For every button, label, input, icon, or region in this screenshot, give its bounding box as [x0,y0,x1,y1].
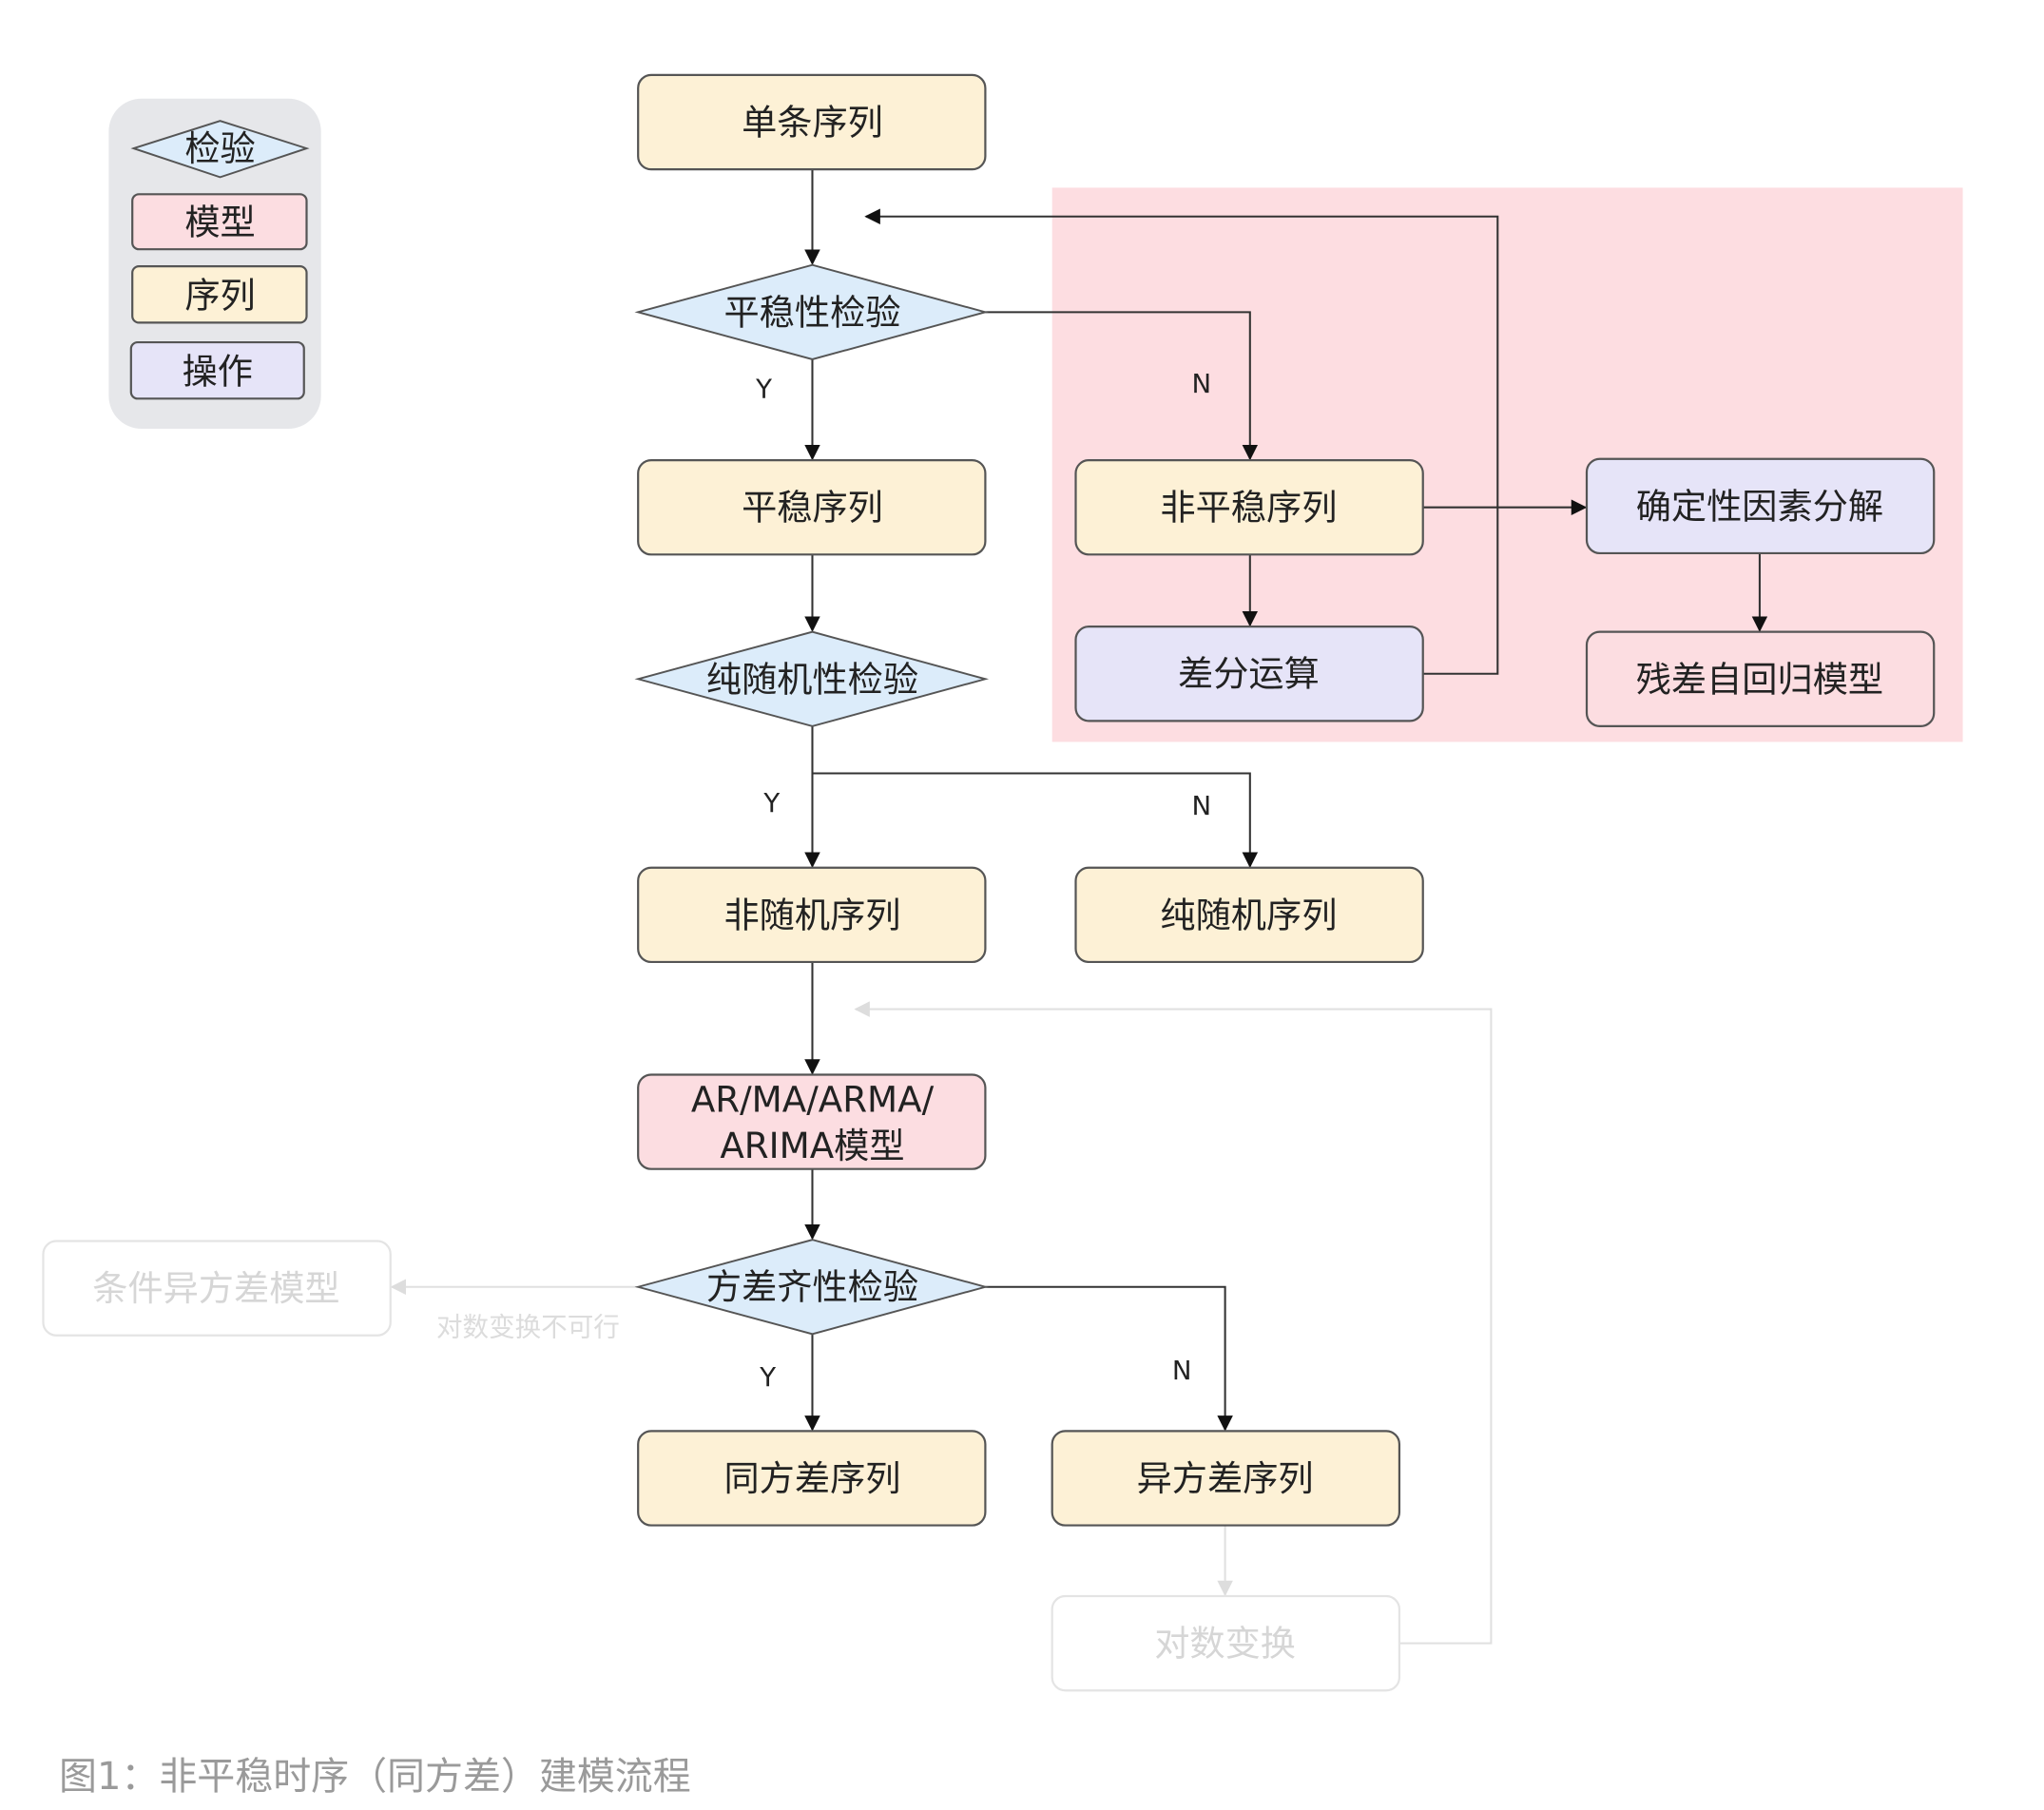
node-arma-model-label-line2: ARIMA模型 [720,1125,904,1166]
node-single-series-label: 单条序列 [742,102,883,144]
edge-whitenoise-no [812,772,1259,868]
node-residual-autoregressive-model-label: 残差自回归模型 [1636,658,1883,700]
node-residual-autoregressive-model: 残差自回归模型 [1585,630,1936,727]
node-stationarity-test: 平稳性检验 [634,263,990,360]
connectors [390,169,1768,1645]
edge-label-stationarity-no: N [1192,369,1212,399]
node-heteroscedastic-series: 异方差序列 [1051,1430,1401,1527]
edge-stationarity-no [985,311,1259,461]
node-conditional-heteroscedastic-model-label: 条件异方差模型 [92,1267,339,1309]
node-differencing: 差分运算 [1074,626,1424,722]
figure-caption: 图1：非平稳时序（同方差）建模流程 [59,1755,691,1799]
node-homoscedastic-series-label: 同方差序列 [723,1457,900,1499]
node-nonstationary-series-label: 非平稳序列 [1160,487,1337,529]
node-deterministic-decomposition: 确定性因素分解 [1585,457,1936,555]
node-heteroscedastic-series-label: 异方差序列 [1137,1457,1314,1499]
legend-model-swatch [131,193,308,251]
legend: 检验 模型 序列 操作 [108,98,321,430]
node-single-series: 单条序列 [637,73,987,171]
node-differencing-label: 差分运算 [1178,653,1320,695]
legend-operation-swatch [129,340,305,400]
legend-check-diamond [130,120,310,179]
edge-label-whitenoise-no: N [1192,791,1212,821]
node-stationary-series-label: 平稳序列 [742,487,883,529]
legend-series-label: 序列 [184,274,255,316]
edge-label-log-not-feasible: 对数变换不可行 [436,1312,620,1342]
node-arma-model-label-line1: AR/MA/ARMA/ [691,1079,935,1121]
legend-series-swatch [131,265,308,324]
node-log-transform-label: 对数变换 [1154,1623,1296,1665]
legend-check-label: 检验 [184,127,255,169]
node-white-noise-test: 纯随机性检验 [634,630,990,727]
node-stationarity-test-label: 平稳性检验 [723,291,900,333]
node-nonstationary-series: 非平稳序列 [1074,458,1424,556]
node-pure-random-series: 纯随机序列 [1074,866,1424,964]
edge-homoscedasticity-no [985,1285,1233,1432]
node-log-transform: 对数变换 [1051,1594,1401,1692]
node-homoscedasticity-test: 方差齐性检验 [634,1239,990,1336]
node-deterministic-decomposition-label: 确定性因素分解 [1636,485,1883,527]
node-homoscedasticity-test-label: 方差齐性检验 [706,1266,918,1308]
edge-differencing-feedback [864,208,1499,675]
node-non-random-series: 非随机序列 [637,866,987,964]
node-homoscedastic-series: 同方差序列 [637,1430,987,1527]
node-pure-random-series-label: 纯随机序列 [1160,894,1337,935]
legend-operation-label: 操作 [183,350,253,392]
node-non-random-series-label: 非随机序列 [723,894,900,935]
legend-model-label: 模型 [184,201,255,242]
edge-label-stationarity-yes: Y [755,375,772,405]
edge-log-feedback [854,1001,1493,1645]
node-stationary-series: 平稳序列 [637,458,987,556]
node-arma-model: AR/MA/ARMA/ ARIMA模型 [637,1073,987,1170]
edge-label-whitenoise-yes: Y [762,788,780,818]
edge-label-homoscedasticity-no: N [1172,1356,1192,1386]
node-conditional-heteroscedastic-model: 条件异方差模型 [42,1240,392,1337]
edge-label-homoscedasticity-yes: Y [759,1362,776,1393]
node-white-noise-test-label: 纯随机性检验 [706,658,918,700]
